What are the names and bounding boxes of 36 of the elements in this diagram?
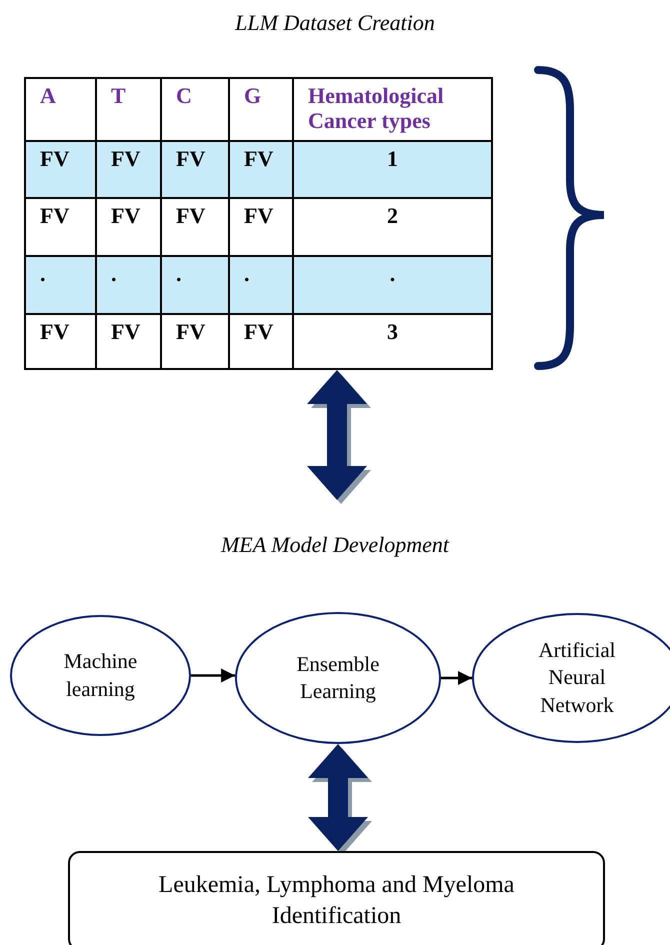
table-cell: 3 bbox=[293, 314, 492, 369]
table-cell: C bbox=[161, 78, 229, 141]
table-cell: A bbox=[25, 78, 96, 141]
double-arrow bbox=[307, 370, 367, 500]
arrow bbox=[441, 671, 472, 685]
table-cell: Hematological Cancer types bbox=[293, 78, 492, 141]
table-cell: T bbox=[96, 78, 161, 141]
table-cell: . bbox=[25, 256, 96, 314]
table-cell: FV bbox=[96, 141, 161, 198]
table-cell: FV bbox=[229, 314, 293, 369]
process-ellipse: Artificial Neural Network bbox=[472, 613, 670, 743]
result-box: Leukemia, Lymphoma and Myeloma Identification bbox=[68, 851, 605, 945]
table-cell: G bbox=[229, 78, 293, 141]
table-cell: FV bbox=[96, 198, 161, 256]
table-cell: FV bbox=[229, 198, 293, 256]
table-cell: FV bbox=[161, 141, 229, 198]
table-cell: . bbox=[229, 256, 293, 314]
table-cell: FV bbox=[25, 198, 96, 256]
data-table bbox=[24, 77, 493, 370]
table-cell: . bbox=[161, 256, 229, 314]
table-cell: 2 bbox=[293, 198, 492, 256]
table-cell: FV bbox=[229, 141, 293, 198]
table-cell: . bbox=[96, 256, 161, 314]
table-cell: FV bbox=[25, 314, 96, 369]
process-ellipse: Machine learning bbox=[10, 615, 191, 736]
table-cell: 1 bbox=[293, 141, 492, 198]
arrow bbox=[191, 668, 236, 682]
process-ellipse: Ensemble Learning bbox=[235, 612, 441, 744]
table-cell: FV bbox=[96, 314, 161, 369]
heading: LLM Dataset Creation bbox=[235, 10, 435, 35]
double-arrow bbox=[308, 744, 368, 851]
table-cell: FV bbox=[25, 141, 96, 198]
table-cell: FV bbox=[161, 198, 229, 256]
table-cell: . bbox=[293, 256, 492, 314]
section-heading: MEA Model Development bbox=[220, 532, 450, 557]
table-cell: FV bbox=[161, 314, 229, 369]
